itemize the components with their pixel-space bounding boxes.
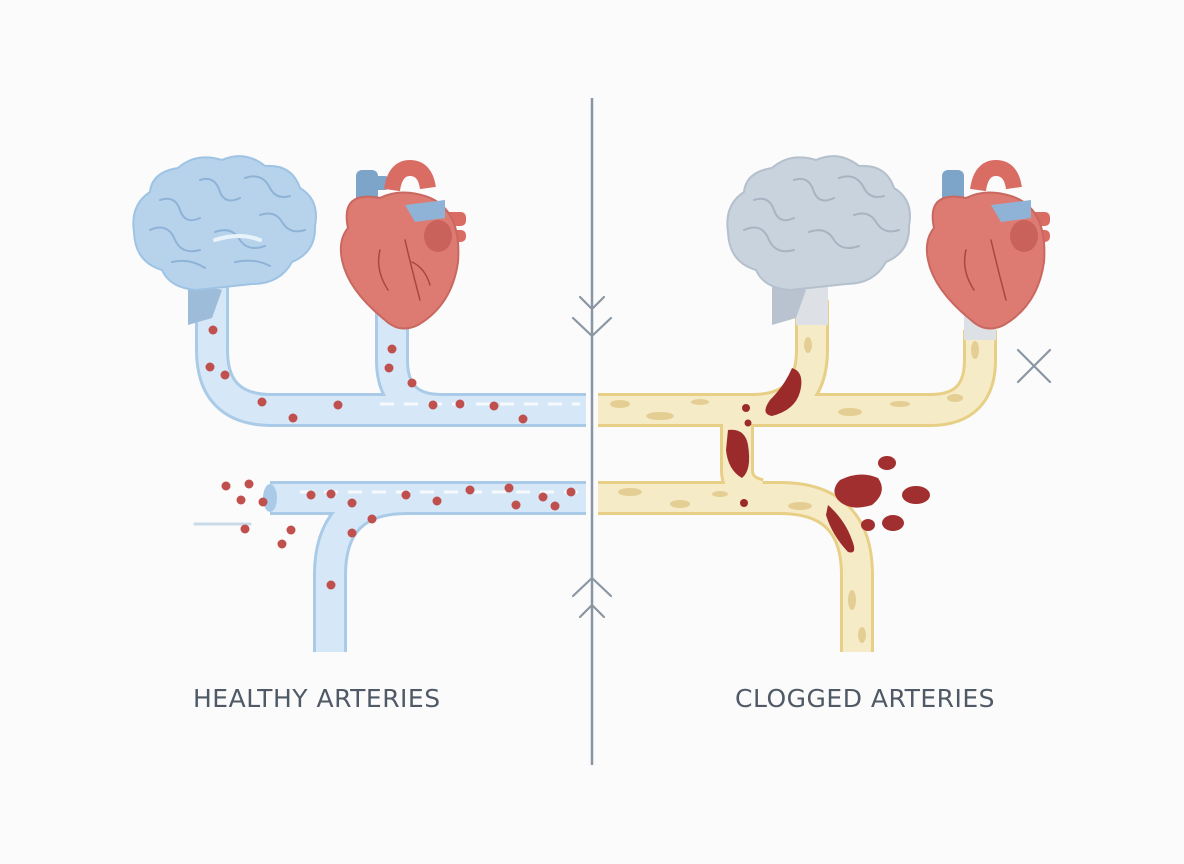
heart-clogged-icon (925, 159, 1050, 330)
healthy-vessels (195, 285, 586, 652)
brain-icon (132, 155, 317, 325)
clogged-vessels (598, 285, 997, 652)
blood-cells-healthy (205, 325, 576, 590)
clogged-side (598, 155, 1052, 652)
clots (726, 368, 855, 553)
x-mark-icon (1016, 348, 1052, 384)
plaque-deposits (610, 337, 979, 643)
chevron-up-icon (571, 576, 613, 619)
clogged-arteries-label: CLOGGED ARTERIES (735, 684, 996, 713)
clot-fragments (834, 456, 930, 531)
chevron-down-icon (571, 295, 613, 338)
healthy-arteries-label: HEALTHY ARTERIES (193, 684, 441, 713)
heart-icon (339, 159, 466, 330)
brain-faded-icon (726, 155, 911, 325)
healthy-side (132, 155, 586, 652)
center-divider (571, 98, 613, 765)
